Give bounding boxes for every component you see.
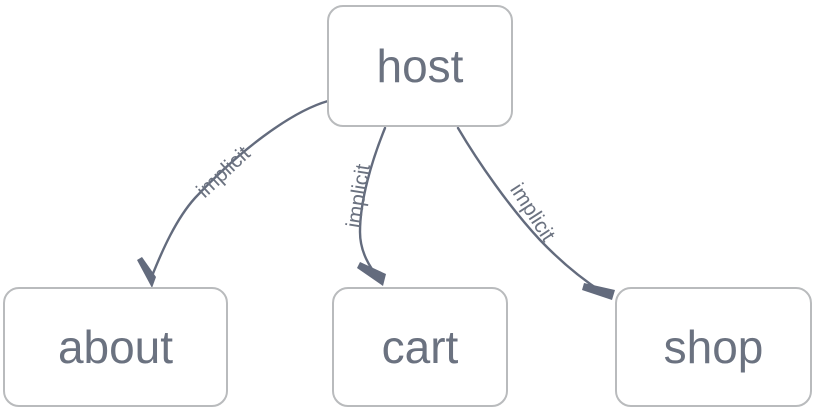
edge-label-implicit-about: implicit — [192, 142, 255, 203]
edge-label-implicit-cart: implicit — [342, 162, 375, 229]
node-cart[interactable]: cart — [332, 287, 508, 407]
edge-host-cart-path — [358, 126, 387, 280]
edge-host-about[interactable]: implicit — [137, 99, 330, 288]
edge-host-about-label-group: implicit — [192, 142, 255, 203]
edge-host-shop-path — [456, 126, 604, 294]
edge-host-shop[interactable]: implicit — [456, 126, 615, 300]
node-cart-label: cart — [381, 321, 459, 373]
edge-host-shop-label-group: implicit — [505, 179, 559, 245]
node-shop[interactable]: shop — [615, 287, 812, 407]
node-about-label: about — [57, 321, 174, 373]
edge-label-implicit-shop: implicit — [505, 179, 559, 245]
node-about[interactable]: about — [3, 287, 228, 407]
node-shop-label: shop — [663, 321, 764, 373]
edge-host-about-arrowhead — [137, 257, 156, 288]
edge-host-cart[interactable]: implicit — [342, 126, 387, 286]
node-host[interactable]: host — [327, 5, 513, 127]
edge-host-shop-arrowhead — [582, 283, 615, 300]
edge-host-cart-label-group: implicit — [342, 162, 375, 229]
edge-host-about-path — [150, 99, 330, 278]
edge-host-cart-arrowhead — [357, 262, 386, 286]
node-host-label: host — [376, 40, 464, 92]
